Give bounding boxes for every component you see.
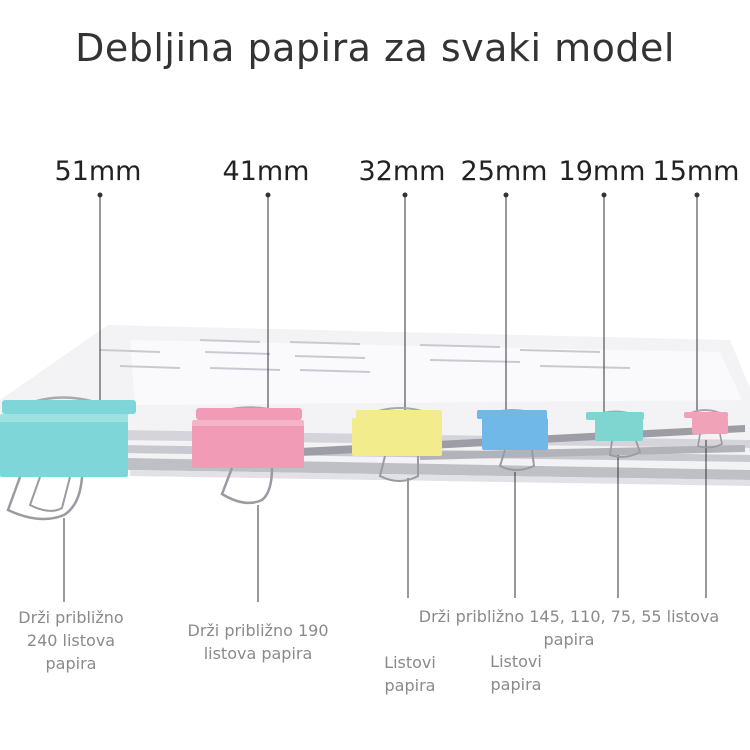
caption-25mm-line1: Listovi [490,652,542,671]
pointer-dot-51mm [97,192,103,198]
caption-small-clips-line2: papira [543,630,595,649]
pointer-dot-32mm [402,192,408,198]
binder-clip-15mm [684,409,728,449]
size-label-51mm: 51mm [54,156,142,187]
binder-clip-51mm [0,396,136,521]
caption-small-clips-line1: Drži približno 145, 110, 75, 55 listova [418,607,720,626]
size-label-19mm: 19mm [558,156,646,187]
caption-41mm-line2: listova papira [203,644,313,663]
caption-32mm-line1: Listovi [384,653,436,672]
caption-51mm-line2: 240 listova [26,631,116,650]
caption-25mm-line2: papira [490,675,542,694]
caption-32mm: Listovi papira [384,651,436,697]
size-label-25mm: 25mm [460,156,548,187]
pointer-dot-25mm [503,192,509,198]
caption-51mm-line3: papira [45,654,97,673]
pointer-dot-15mm [694,192,700,198]
binder-clip-41mm [192,406,304,505]
caption-small-clips: Drži približno 145, 110, 75, 55 listova … [419,605,719,651]
caption-41mm: Drži približno 190 listova papira [187,619,328,665]
caption-51mm-line1: Drži približno [18,608,124,627]
caption-51mm: Drži približno 240 listova papira [18,606,123,675]
caption-41mm-line1: Drži približno 190 [187,621,329,640]
binder-clip-25mm [477,409,548,471]
pointer-lines [63,195,707,602]
caption-25mm: Listovi papira [490,650,542,696]
size-label-32mm: 32mm [358,156,446,187]
caption-32mm-line2: papira [384,676,436,695]
size-label-41mm: 41mm [222,156,310,187]
pointer-dot-19mm [601,192,607,198]
pointer-dot-41mm [265,192,271,198]
binder-clip-32mm [352,407,442,482]
page-title: Debljina papira za svaki model [75,26,675,70]
binder-clip-19mm [586,410,644,458]
size-label-15mm: 15mm [652,156,740,187]
